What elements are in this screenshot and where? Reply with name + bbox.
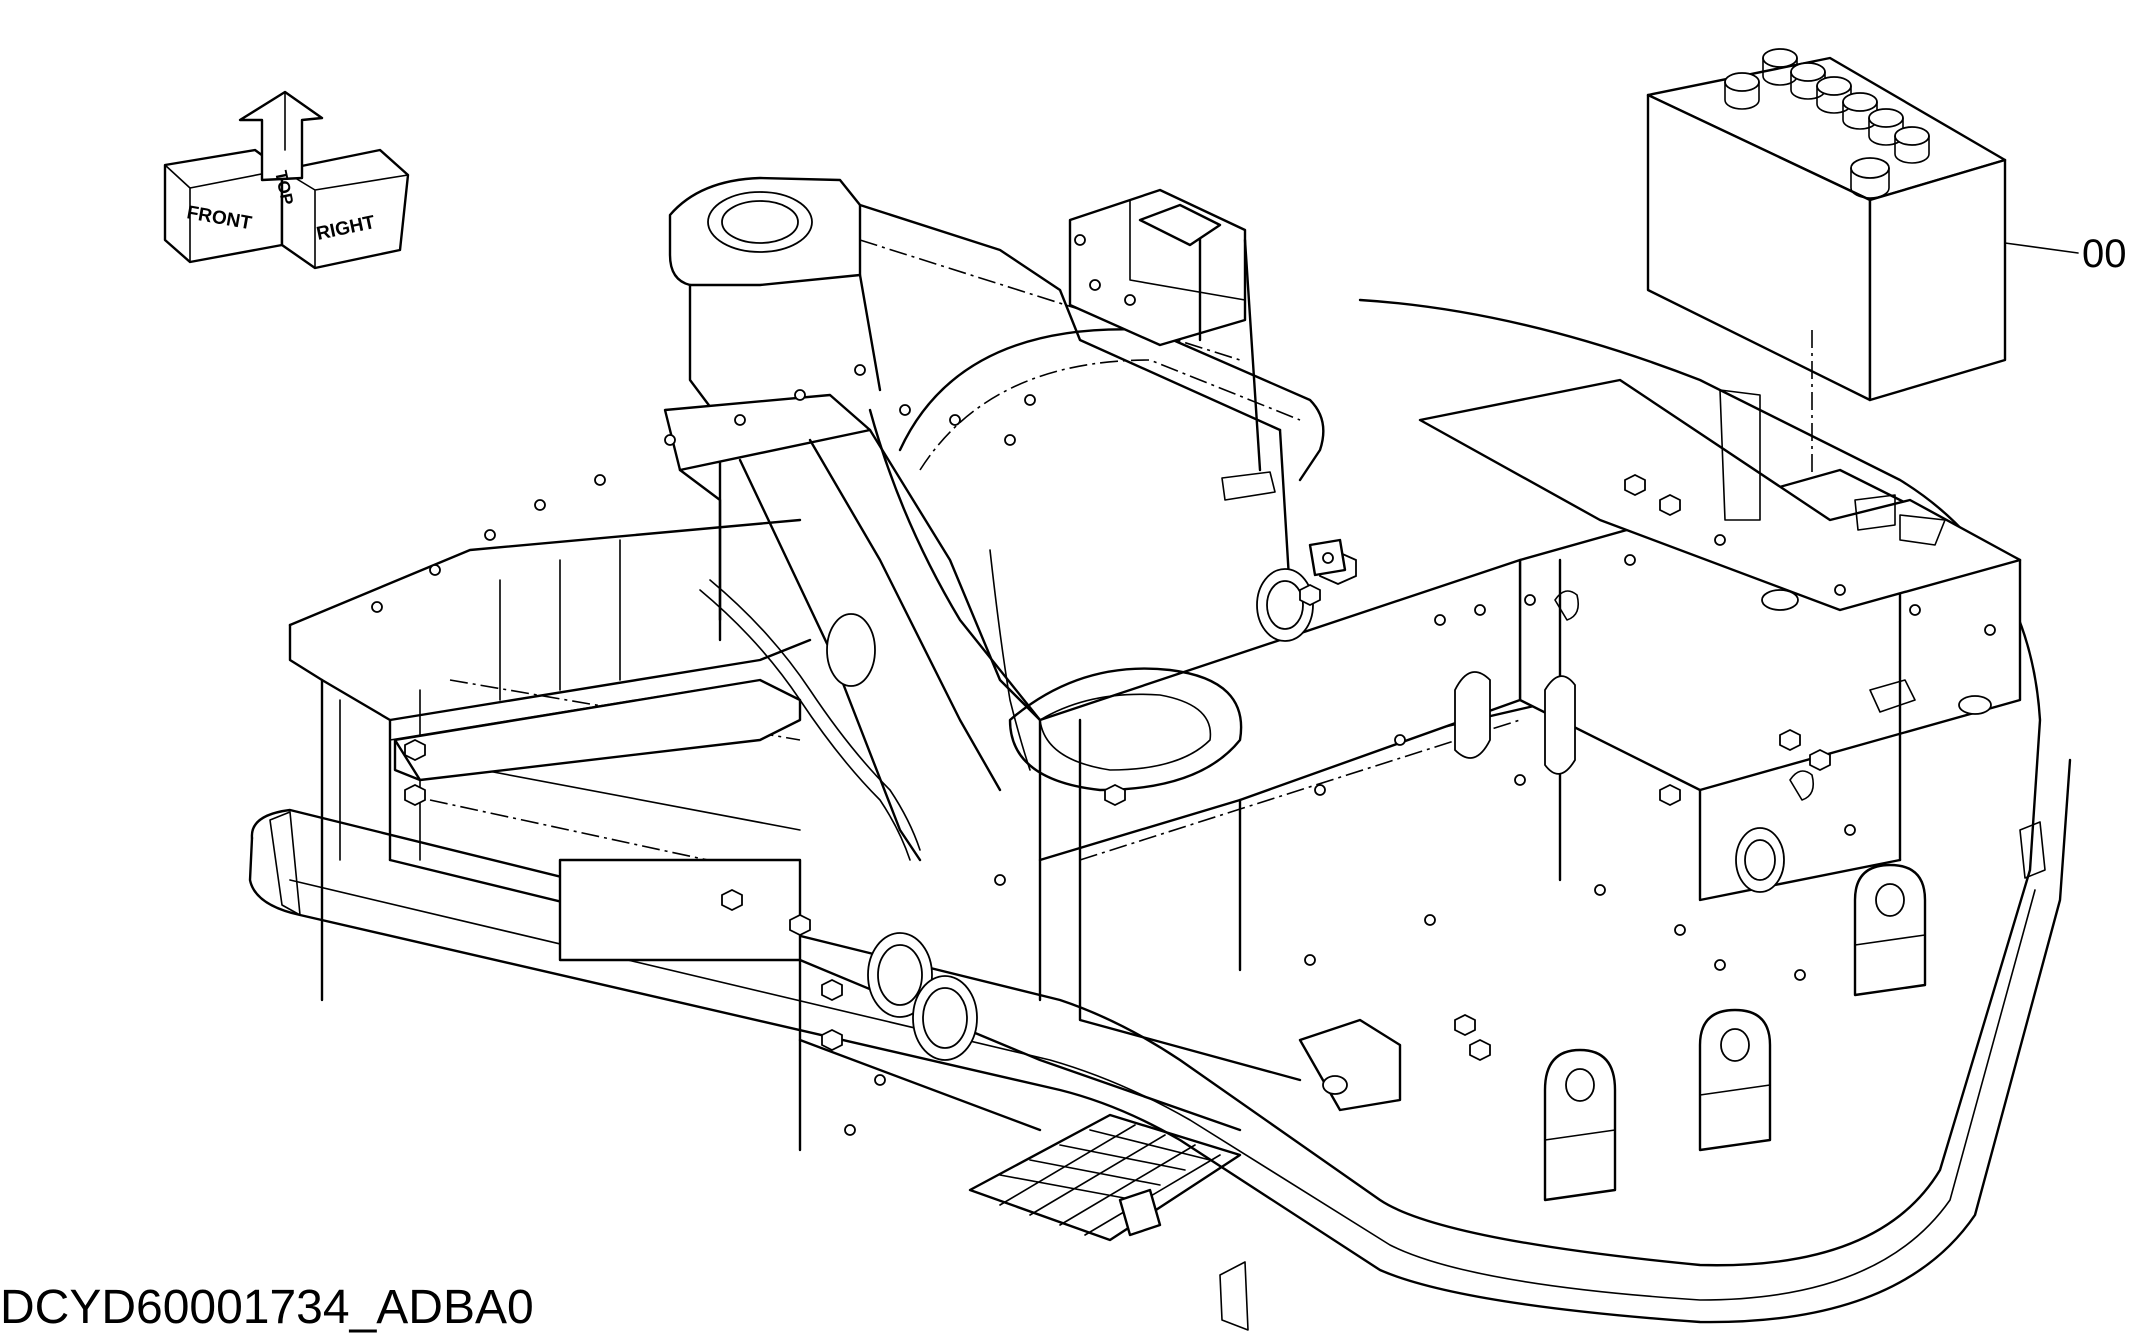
mounting-holes — [371, 234, 1996, 1136]
battery-terminals — [1724, 48, 1930, 199]
callout-label: 00 — [2082, 232, 2127, 276]
battery: 00 — [1646, 48, 2127, 555]
callout-leader — [2004, 242, 2079, 254]
drawing-id: DCYD60001734_ADBA0 — [0, 1281, 534, 1334]
grill-mesh — [968, 1113, 1242, 1242]
counterweight-lugs — [1298, 863, 1927, 1202]
orientation-indicator: FRONT TOP RIGHT — [163, 90, 410, 270]
frame-drawing — [248, 176, 2072, 1331]
